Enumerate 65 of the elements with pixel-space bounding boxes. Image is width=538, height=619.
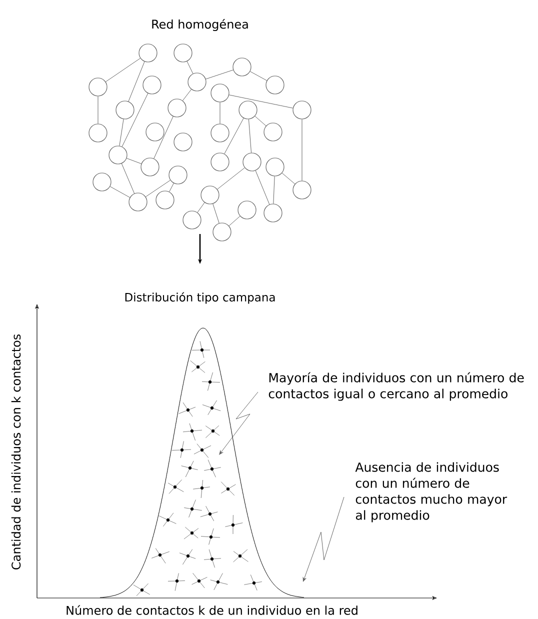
axis-label: Número de contactos k de un individuo en la red	[66, 605, 358, 615]
network-link	[169, 183, 174, 192]
network-title: Red homogénea	[152, 18, 248, 32]
network-link	[224, 118, 244, 154]
network-node	[210, 124, 230, 142]
network-node	[174, 44, 192, 62]
network-node	[200, 186, 220, 204]
annotation-text: Ausencia de individuos con un número de contactos mucho mayor al promedio	[355, 462, 508, 522]
network-node	[146, 122, 164, 142]
network-node	[156, 190, 174, 210]
network-node	[108, 146, 128, 164]
network-node	[142, 76, 162, 94]
network-link	[122, 93, 148, 147]
network-node	[88, 124, 108, 142]
network-node	[138, 44, 158, 62]
network-node	[292, 180, 312, 200]
network-node	[116, 100, 134, 120]
network-node	[292, 100, 312, 120]
network-link	[217, 168, 245, 190]
network-node	[168, 98, 186, 118]
annotation-text: Mayoría de individuos con un número de contactos igual o cercano al promedio	[268, 372, 524, 401]
network-link	[197, 202, 205, 213]
network-node	[264, 122, 282, 142]
network-node	[168, 166, 188, 184]
network-link	[121, 163, 135, 194]
network-node	[266, 158, 284, 176]
network-link	[254, 116, 266, 126]
network-link	[250, 71, 268, 81]
chart-title: Distribución tipo campana	[125, 292, 275, 304]
leader-line	[302, 496, 344, 582]
network-link	[228, 216, 240, 226]
leader-line	[219, 392, 258, 455]
network-link	[126, 158, 142, 164]
network-node	[88, 78, 108, 96]
network-link	[128, 61, 145, 102]
network-link	[282, 172, 296, 184]
network-node	[128, 192, 148, 212]
network-node	[242, 152, 262, 172]
network-link	[182, 89, 192, 101]
axis-label: Cantidad de individuos con k contactos	[11, 334, 21, 570]
network-link	[228, 94, 294, 108]
network-node	[210, 84, 230, 102]
network-node	[188, 72, 206, 92]
network-link	[273, 176, 275, 204]
network-link	[255, 170, 270, 205]
network-node	[210, 152, 230, 172]
network-link	[119, 118, 124, 146]
network-node	[182, 210, 202, 230]
network-node	[174, 132, 192, 152]
network-link	[248, 119, 252, 153]
network-link	[212, 204, 220, 224]
network-node	[140, 158, 160, 176]
network-node	[238, 200, 256, 220]
network-link	[206, 70, 234, 80]
network-node	[92, 172, 112, 192]
network-link	[145, 180, 171, 198]
network-link	[154, 116, 174, 159]
network-link	[186, 61, 194, 74]
network-link	[105, 58, 141, 82]
network-node	[266, 76, 284, 94]
network-node	[238, 100, 258, 120]
network-node	[212, 222, 232, 242]
network-node	[264, 204, 282, 222]
network-node	[232, 58, 252, 76]
network-link	[110, 186, 130, 198]
